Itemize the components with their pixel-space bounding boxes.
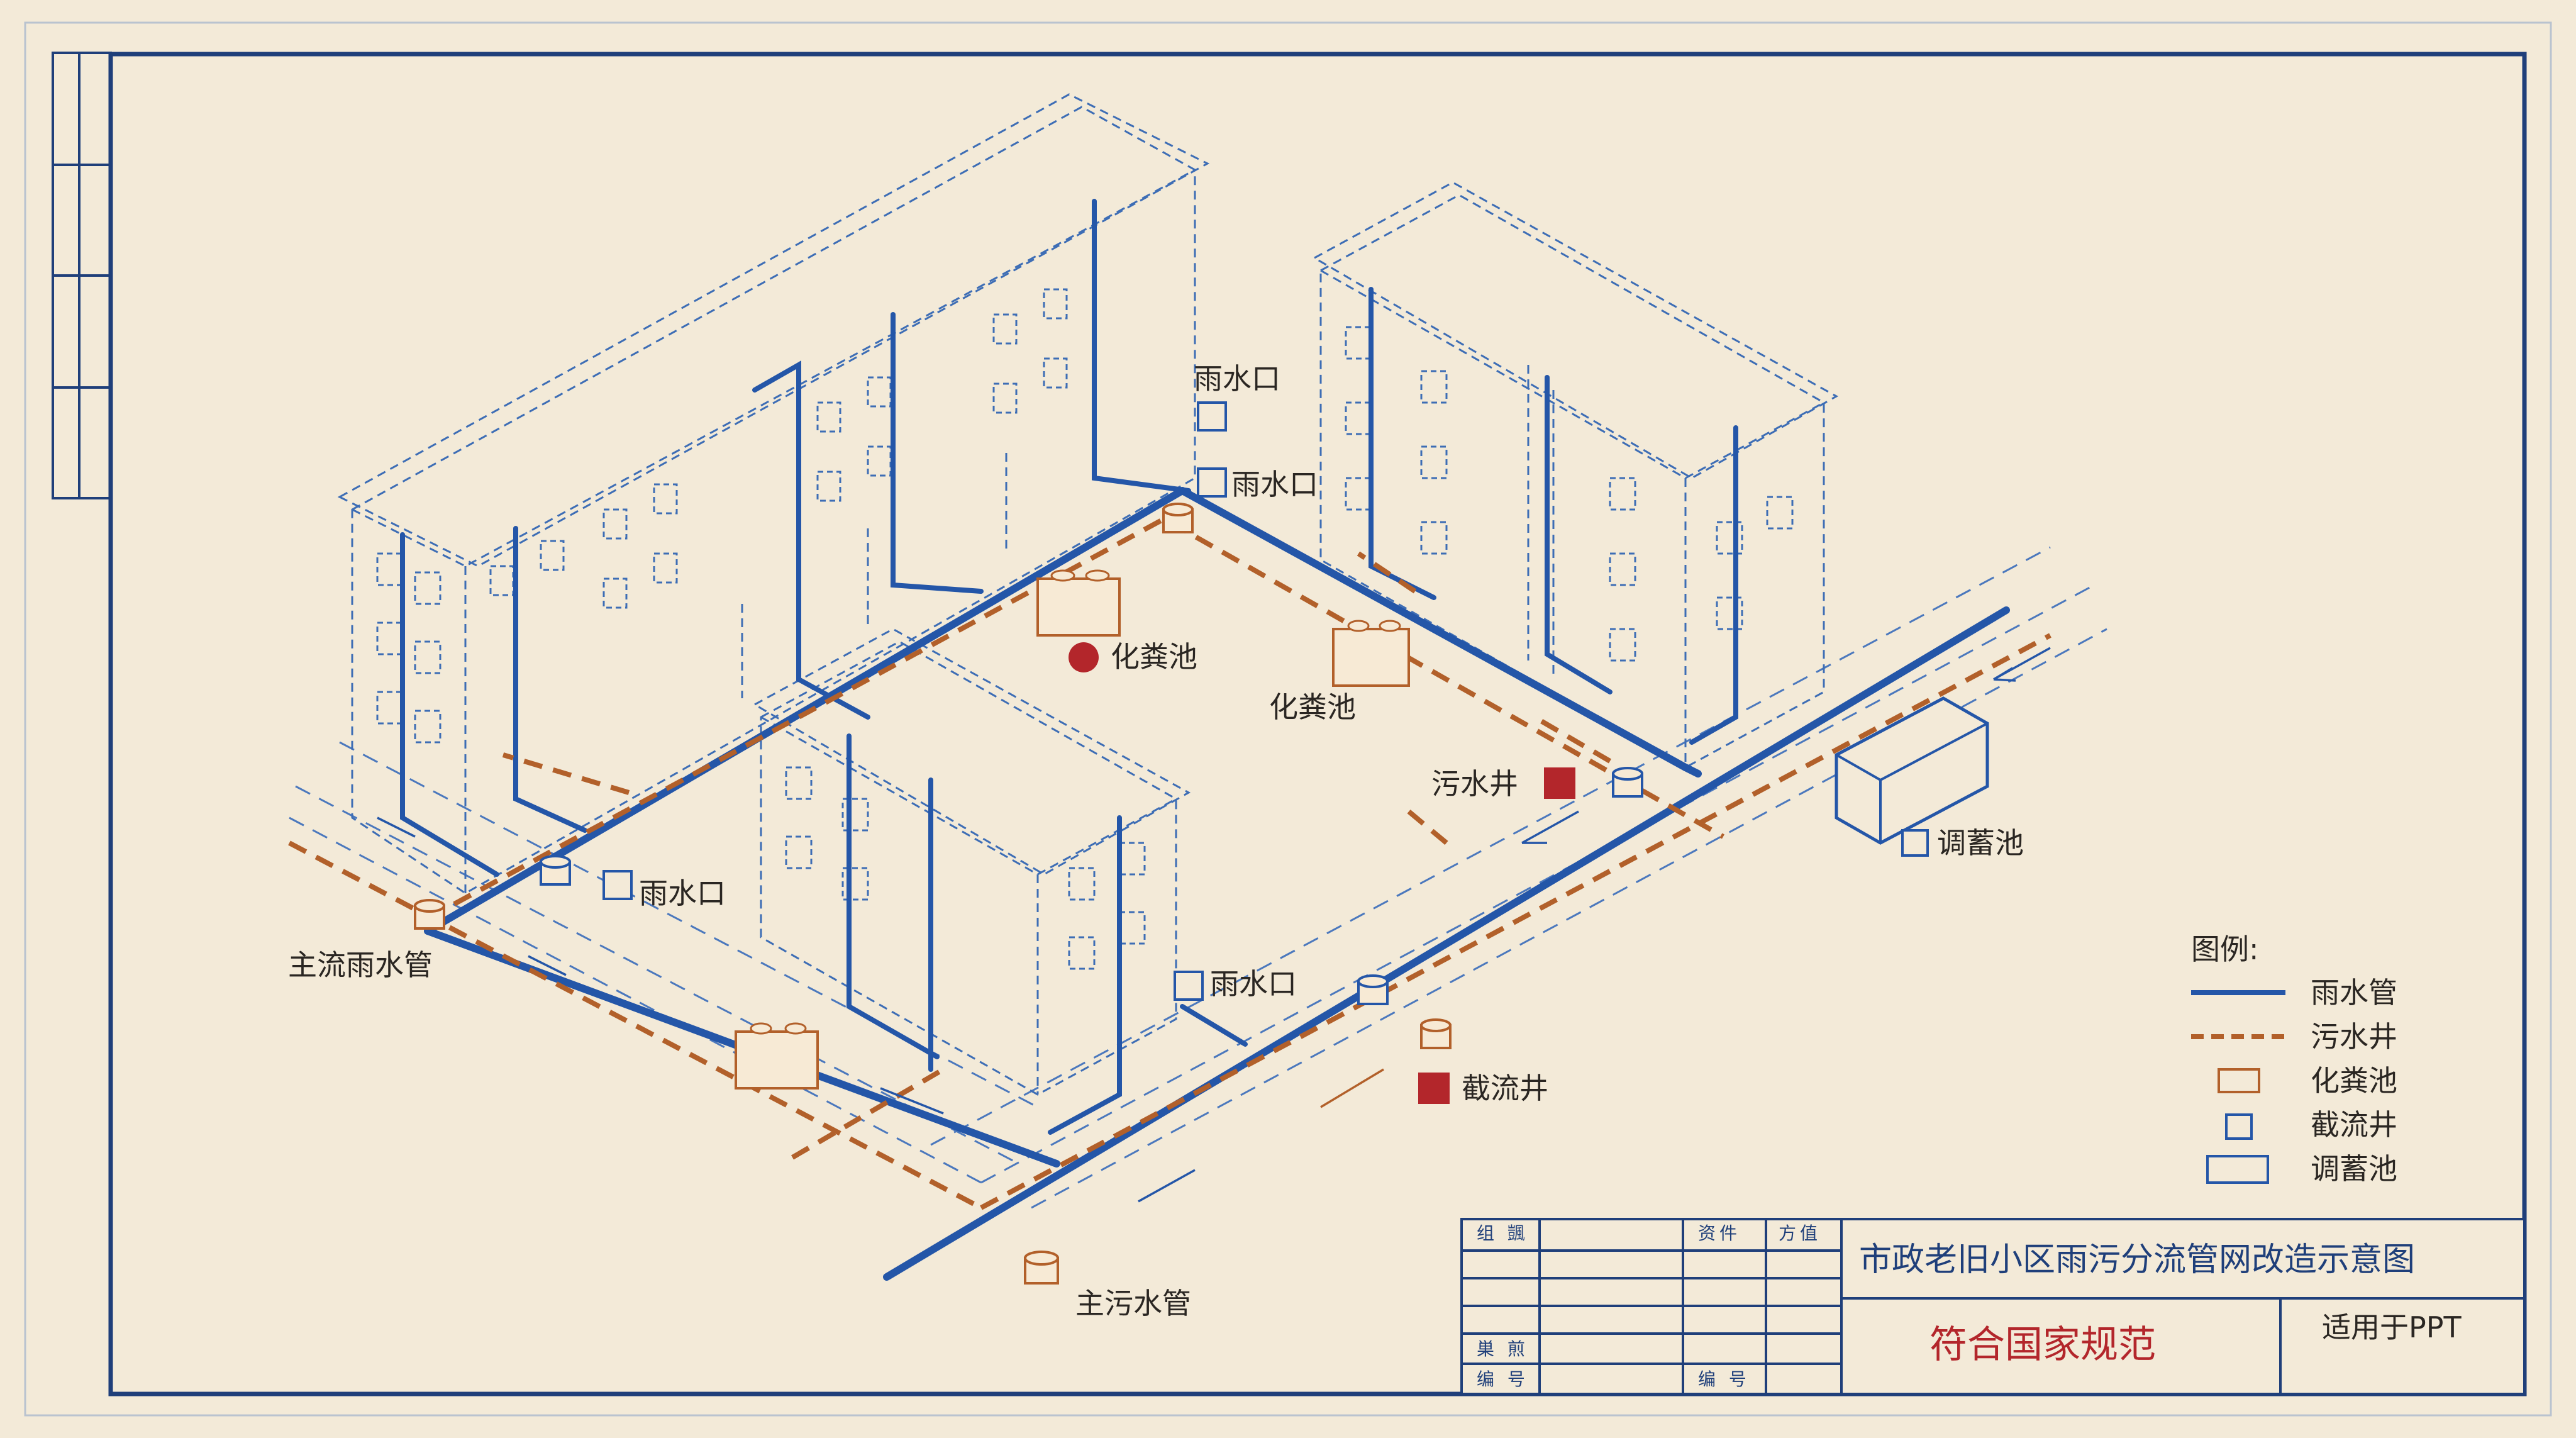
tb-r1c: 方值 — [1779, 1223, 1821, 1244]
label-sewage-well: 污水井 — [1431, 767, 1518, 801]
label-storage-tank: 调蓄池 — [1937, 826, 2024, 860]
tb-r1b: 资件 — [1698, 1223, 1741, 1244]
legend: 图例: 雨水管 污水井 化粪池 截流井 调蓄池 — [2191, 932, 2397, 1186]
legend-item-1: 雨水管 — [2311, 976, 2397, 1010]
storage-tank — [1835, 696, 1989, 845]
building-long-1 — [337, 93, 1210, 895]
label-main-sewer-pipe: 主污水管 — [1075, 1286, 1191, 1320]
legend-well-icon — [2225, 1113, 2253, 1140]
legend-box-icon — [2206, 1155, 2269, 1184]
label-main-rain-pipe: 主流雨水管 — [288, 948, 433, 982]
label-rain-inlet-2: 雨水口 — [1231, 467, 1318, 501]
label-rain-inlet-4: 雨水口 — [1210, 967, 1297, 1001]
label-rain-inlet-1: 雨水口 — [1194, 362, 1280, 396]
margin-strip — [52, 52, 112, 499]
label-rain-inlet-3: 雨水口 — [639, 876, 726, 910]
rain-inlet-icons — [602, 401, 1929, 1001]
diagram-subtitle: 符合国家规范 — [1929, 1323, 2156, 1367]
outer-border — [24, 21, 2552, 1417]
tb-r5b: 编 号 — [1698, 1369, 1750, 1390]
legend-item-5: 调蓄池 — [2311, 1152, 2397, 1186]
tb-r4a: 巣 煎 — [1477, 1339, 1529, 1359]
legend-item-2: 污水井 — [2311, 1020, 2397, 1054]
flow-arrows — [377, 647, 2051, 1203]
label-septic-1: 化粪池 — [1111, 640, 1197, 674]
septic-tank-2 — [1332, 620, 1410, 687]
diagram-tag: 适用于PPT — [2322, 1310, 2462, 1344]
wells — [414, 503, 1643, 1285]
legend-title: 图例: — [2191, 932, 2259, 966]
building-right-2 — [1312, 181, 1839, 769]
tb-r1a: 组 颽 — [1477, 1223, 1529, 1244]
label-interception-well: 截流井 — [1462, 1071, 1548, 1105]
building-middle-3 — [752, 628, 1191, 1096]
drawing-frame — [108, 52, 2527, 1396]
diagram-title: 市政老旧小区雨污分流管网改造示意图 — [1859, 1241, 2415, 1279]
tb-r5a: 编 号 — [1477, 1369, 1529, 1390]
legend-item-3: 化粪池 — [2311, 1064, 2397, 1098]
legend-item-4: 截流井 — [2311, 1108, 2397, 1142]
septic-tank-3 — [735, 1022, 819, 1090]
title-block — [1460, 1218, 2526, 1395]
septic-icons — [1069, 642, 1575, 1104]
label-septic-2: 化粪池 — [1269, 690, 1356, 724]
septic-tank-1 — [1036, 569, 1121, 637]
legend-tank-icon — [2218, 1068, 2260, 1093]
